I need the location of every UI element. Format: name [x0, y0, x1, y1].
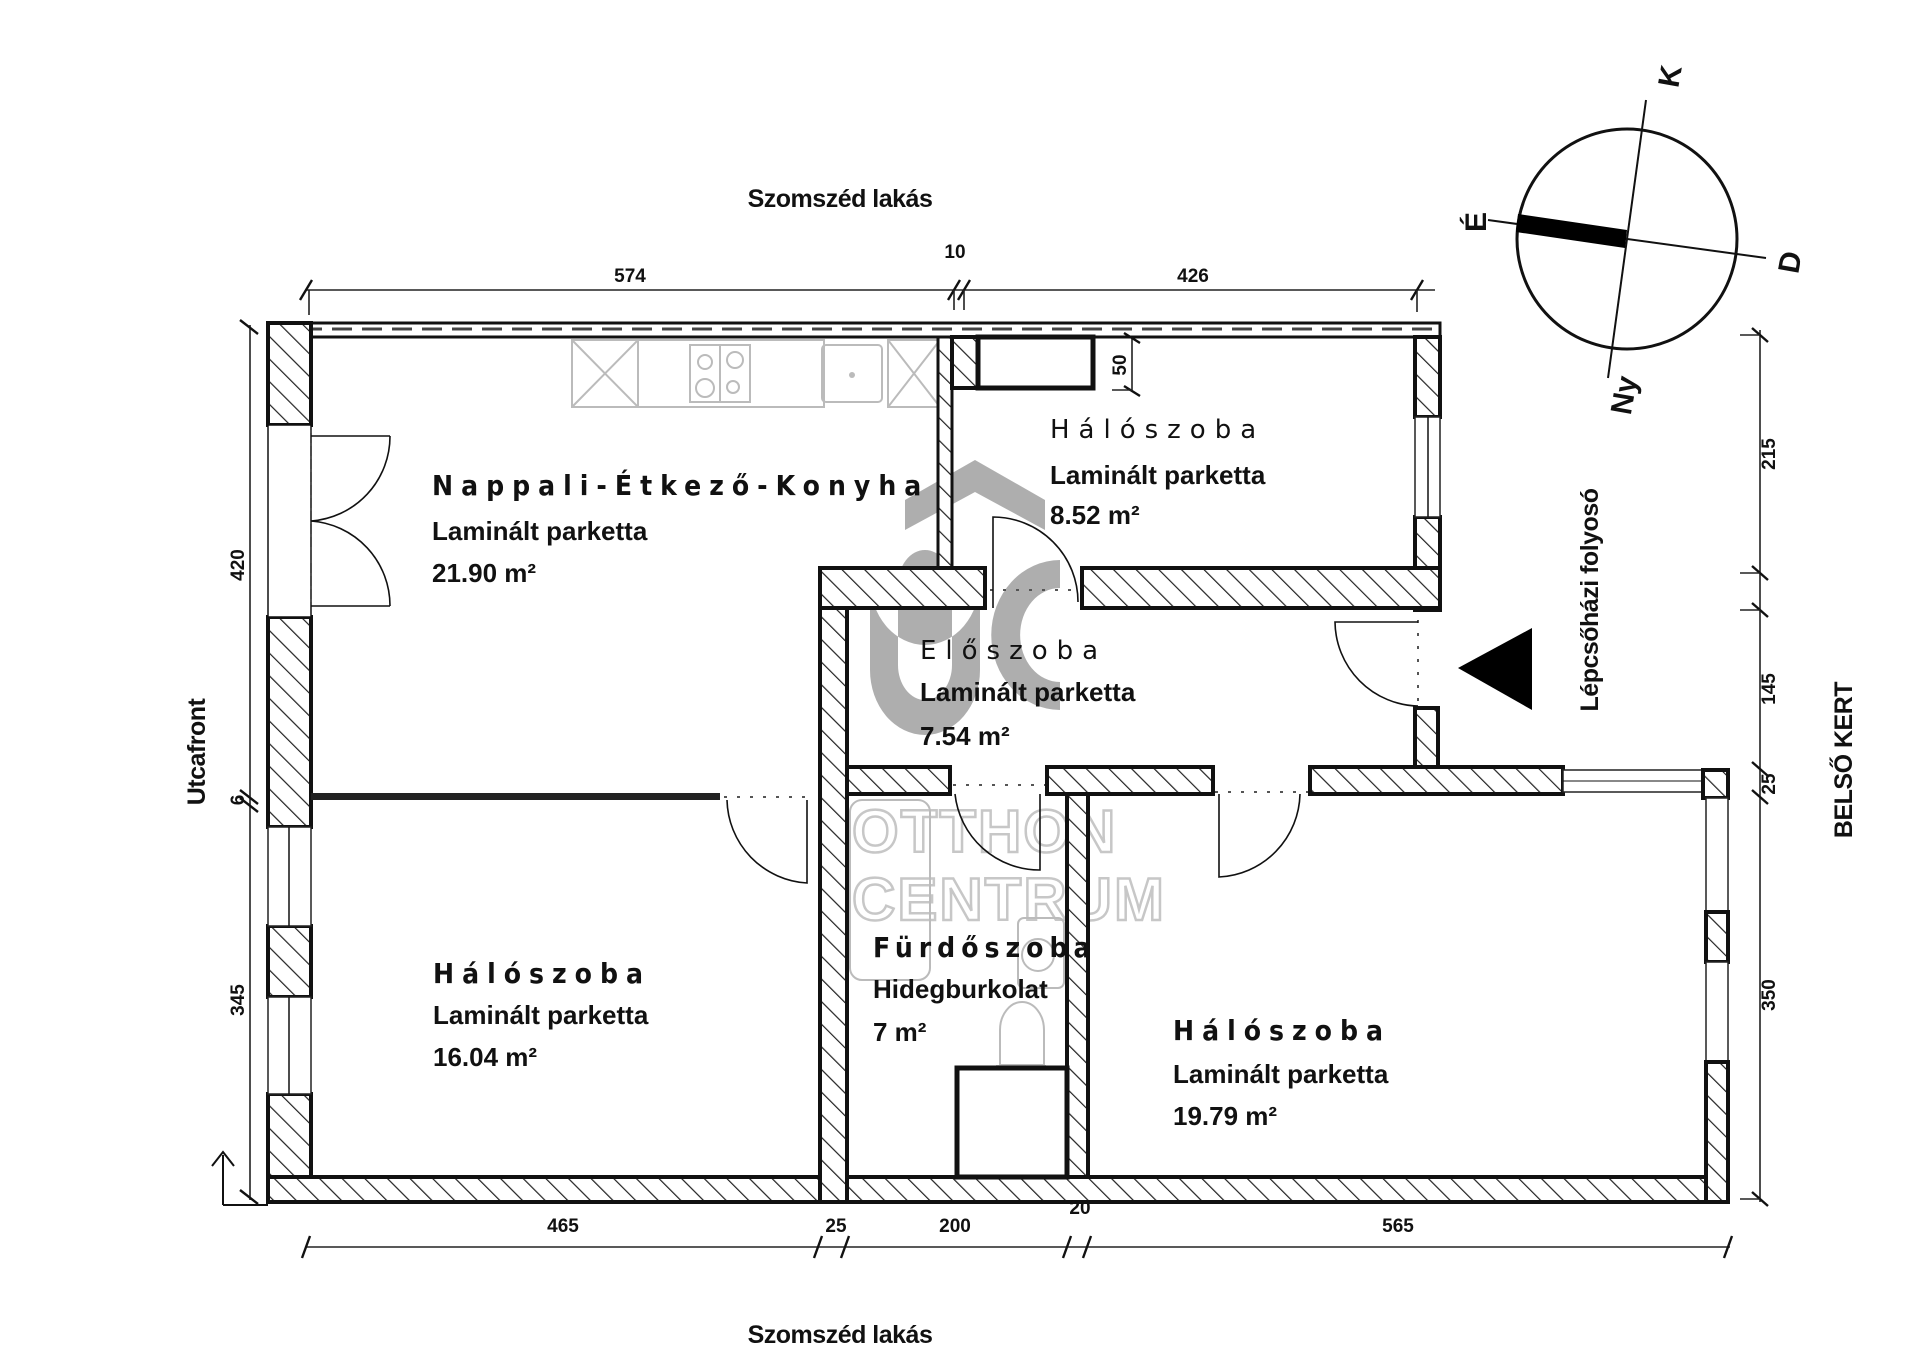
- dimensions-top: 574 10 426: [298, 242, 1435, 315]
- room-floor: Laminált parketta: [433, 1000, 649, 1030]
- compass-circle: [1515, 127, 1739, 351]
- room-area: 19.79 m²: [1173, 1101, 1277, 1131]
- watermark-o-letter: [870, 550, 980, 735]
- room-name: Hálószoba: [1173, 1014, 1391, 1047]
- sink-icon: [821, 344, 883, 403]
- room-floor: Laminált parketta: [1050, 460, 1266, 490]
- dimensions-left: 420 6 345: [211, 319, 268, 1206]
- toilet-icon: [996, 1001, 1046, 1067]
- dimension-wardrobe: 50: [1110, 331, 1141, 398]
- label-neighbor-bottom: Szomszéd lakás: [748, 1321, 933, 1349]
- dim-right-145: 145: [1759, 673, 1780, 705]
- dim-left-6: 6: [228, 795, 249, 806]
- dim-right-215: 215: [1759, 438, 1780, 470]
- dim-bottom-465: 465: [547, 1216, 579, 1237]
- compass-rose: É K D Ny: [1459, 62, 1809, 417]
- watermark-roof-icon: [905, 460, 1045, 530]
- bathtub-icon: [849, 799, 931, 981]
- room-hallway: Előszoba Laminált parketta 7.54 m²: [920, 636, 1136, 751]
- compass-label-south: D: [1773, 249, 1809, 276]
- wardrobe: [975, 334, 1096, 391]
- dim-bottom-200: 200: [939, 1216, 971, 1237]
- label-street-front: Utcafront: [183, 698, 211, 806]
- room-floor: Hidegburkolat: [873, 974, 1048, 1004]
- doors: [267, 424, 1419, 884]
- dim-wardrobe-50: 50: [1110, 354, 1131, 375]
- watermark-c-letter: [991, 560, 1060, 710]
- room-name: Nappali-Étkező-Konyha: [432, 468, 929, 502]
- room-area: 21.90 m²: [432, 558, 536, 588]
- dim-top-426: 426: [1177, 266, 1209, 287]
- room-floor: Laminált parketta: [1173, 1059, 1389, 1089]
- dim-right-25: 25: [1759, 773, 1780, 795]
- room-living-kitchen: Nappali-Étkező-Konyha Laminált parketta …: [432, 468, 929, 588]
- dim-left-420: 420: [228, 549, 249, 581]
- compass-label-west: Ny: [1605, 373, 1644, 417]
- dim-right-350: 350: [1759, 979, 1780, 1011]
- compass-label-east: K: [1653, 62, 1689, 89]
- dimensions-right: 215 145 25 350: [1740, 327, 1780, 1207]
- room-bedroom-left: Hálószoba Laminált parketta 16.04 m²: [433, 957, 651, 1072]
- room-floor: Laminált parketta: [920, 677, 1136, 707]
- room-name: Előszoba: [920, 636, 1107, 666]
- room-bedroom-small: Hálószoba Laminált parketta 8.52 m²: [1050, 415, 1266, 530]
- room-bathroom: Fürdőszoba Hidegburkolat 7 m²: [873, 931, 1097, 1047]
- label-inner-garden: BELSŐ KERT: [1829, 682, 1858, 838]
- closet: [954, 1065, 1070, 1180]
- dim-top-574: 574: [614, 266, 646, 287]
- section-arrow-icon: [211, 1150, 268, 1206]
- compass-north-needle-icon: [1516, 214, 1627, 248]
- entrance-triangle-icon: [1458, 628, 1532, 710]
- dimensions-bottom: 465 25 200 20 565: [300, 1198, 1734, 1259]
- walls: [266, 321, 1730, 1204]
- dim-bottom-565: 565: [1382, 1216, 1414, 1237]
- room-name: Hálószoba: [433, 957, 651, 990]
- room-name: Fürdőszoba: [873, 931, 1097, 964]
- compass-label-north: É: [1459, 212, 1493, 232]
- label-stairwell-corridor: Lépcsőházi folyosó: [1576, 488, 1604, 711]
- dim-left-345: 345: [228, 984, 249, 1016]
- dim-bottom-25: 25: [825, 1216, 847, 1237]
- room-name: Hálószoba: [1050, 415, 1265, 445]
- dim-top-10: 10: [944, 242, 965, 263]
- washbasin-icon: [1017, 917, 1065, 989]
- label-neighbor-top: Szomszéd lakás: [748, 185, 933, 213]
- room-floor: Laminált parketta: [432, 516, 648, 546]
- room-bedroom-large: Hálószoba Laminált parketta 19.79 m²: [1173, 1014, 1391, 1131]
- watermark-text-centrum: CENTRUM: [852, 866, 1166, 933]
- room-area: 8.52 m²: [1050, 500, 1140, 530]
- kitchen-counter: [571, 339, 941, 408]
- room-area: 7.54 m²: [920, 721, 1010, 751]
- room-area: 7 m²: [873, 1017, 927, 1047]
- room-area: 16.04 m²: [433, 1042, 537, 1072]
- dim-bottom-20: 20: [1069, 1198, 1090, 1219]
